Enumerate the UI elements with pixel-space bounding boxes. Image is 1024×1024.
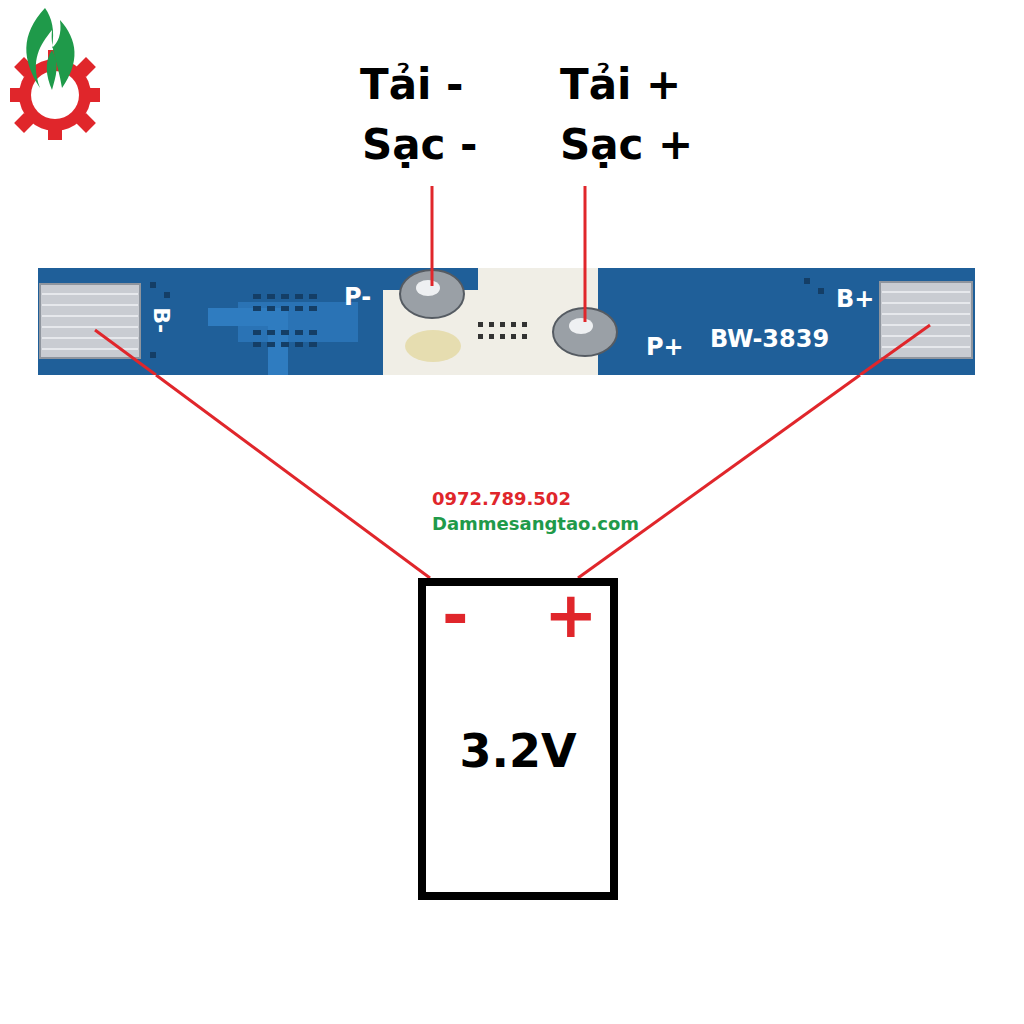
watermark: 0972.789.502 [432,488,571,510]
polarity-sign: + [544,580,598,650]
flux-residue [405,330,461,362]
wire [578,375,860,578]
pad-texture [42,304,138,306]
via-hole [253,330,261,335]
via-hole [522,334,527,339]
pin-label: B- [149,307,173,333]
via-hole [150,282,156,288]
pad-texture [882,291,970,293]
via-hole [511,322,516,327]
via-hole [267,330,275,335]
via-hole [500,334,505,339]
via-hole [478,322,483,327]
via-hole [522,322,527,327]
copper-trace [208,308,288,375]
pad-texture [882,346,970,348]
via-hole [295,342,303,347]
polarity-sign: - [442,580,469,650]
via-hole [511,334,516,339]
pin-label: P- [344,284,371,310]
via-hole [309,294,317,299]
pad-texture [882,313,970,315]
voltage-label: 3.2V [459,726,576,777]
logo [10,8,100,140]
part-number: BW-3839 [710,326,829,352]
pcb-artwork [38,268,975,375]
via-hole [309,330,317,335]
leader-line [584,268,587,322]
via-hole [267,342,275,347]
battery-pad [880,282,972,358]
via-hole [489,334,494,339]
wire [95,330,156,375]
via-hole [818,288,824,294]
via-hole [281,294,289,299]
via-hole [267,306,275,311]
via-hole [281,342,289,347]
terminal-label: Sạc + [560,120,693,170]
via-hole [489,322,494,327]
via-hole [164,292,170,298]
via-hole [309,342,317,347]
solder-highlight [569,318,593,334]
pcb-board: B- P- P+ BW-3839 B+ [38,268,975,375]
via-hole [253,342,261,347]
solder-highlight [416,280,440,296]
pin-label: P+ [646,334,684,360]
via-hole [281,306,289,311]
wire [156,375,430,578]
via-hole [150,352,156,358]
terminal-label: Tải - [360,60,463,110]
terminal-label: Sạc - [362,120,478,170]
battery-cell: - +3.2V [418,578,618,900]
pad-texture [42,315,138,317]
via-hole [253,294,261,299]
pad-texture [42,326,138,328]
terminal-label: Tải + [560,60,681,110]
pad-texture [42,337,138,339]
via-hole [295,294,303,299]
battery-pad [40,284,140,358]
via-hole [267,294,275,299]
pad-texture [882,302,970,304]
wire [860,325,930,375]
pad-texture [882,335,970,337]
pin-label: B+ [836,286,874,312]
via-hole [295,330,303,335]
via-hole [478,334,483,339]
via-hole [253,306,261,311]
via-hole [804,278,810,284]
leader-line [431,268,434,286]
via-hole [309,306,317,311]
via-hole [500,322,505,327]
leader-line [431,186,434,268]
pcb-ground [38,268,975,375]
via-hole [295,306,303,311]
leader-line [584,186,587,268]
via-hole [281,330,289,335]
pad-texture [882,324,970,326]
watermark: Dammesangtao.com [432,513,639,535]
pad-texture [42,293,138,295]
